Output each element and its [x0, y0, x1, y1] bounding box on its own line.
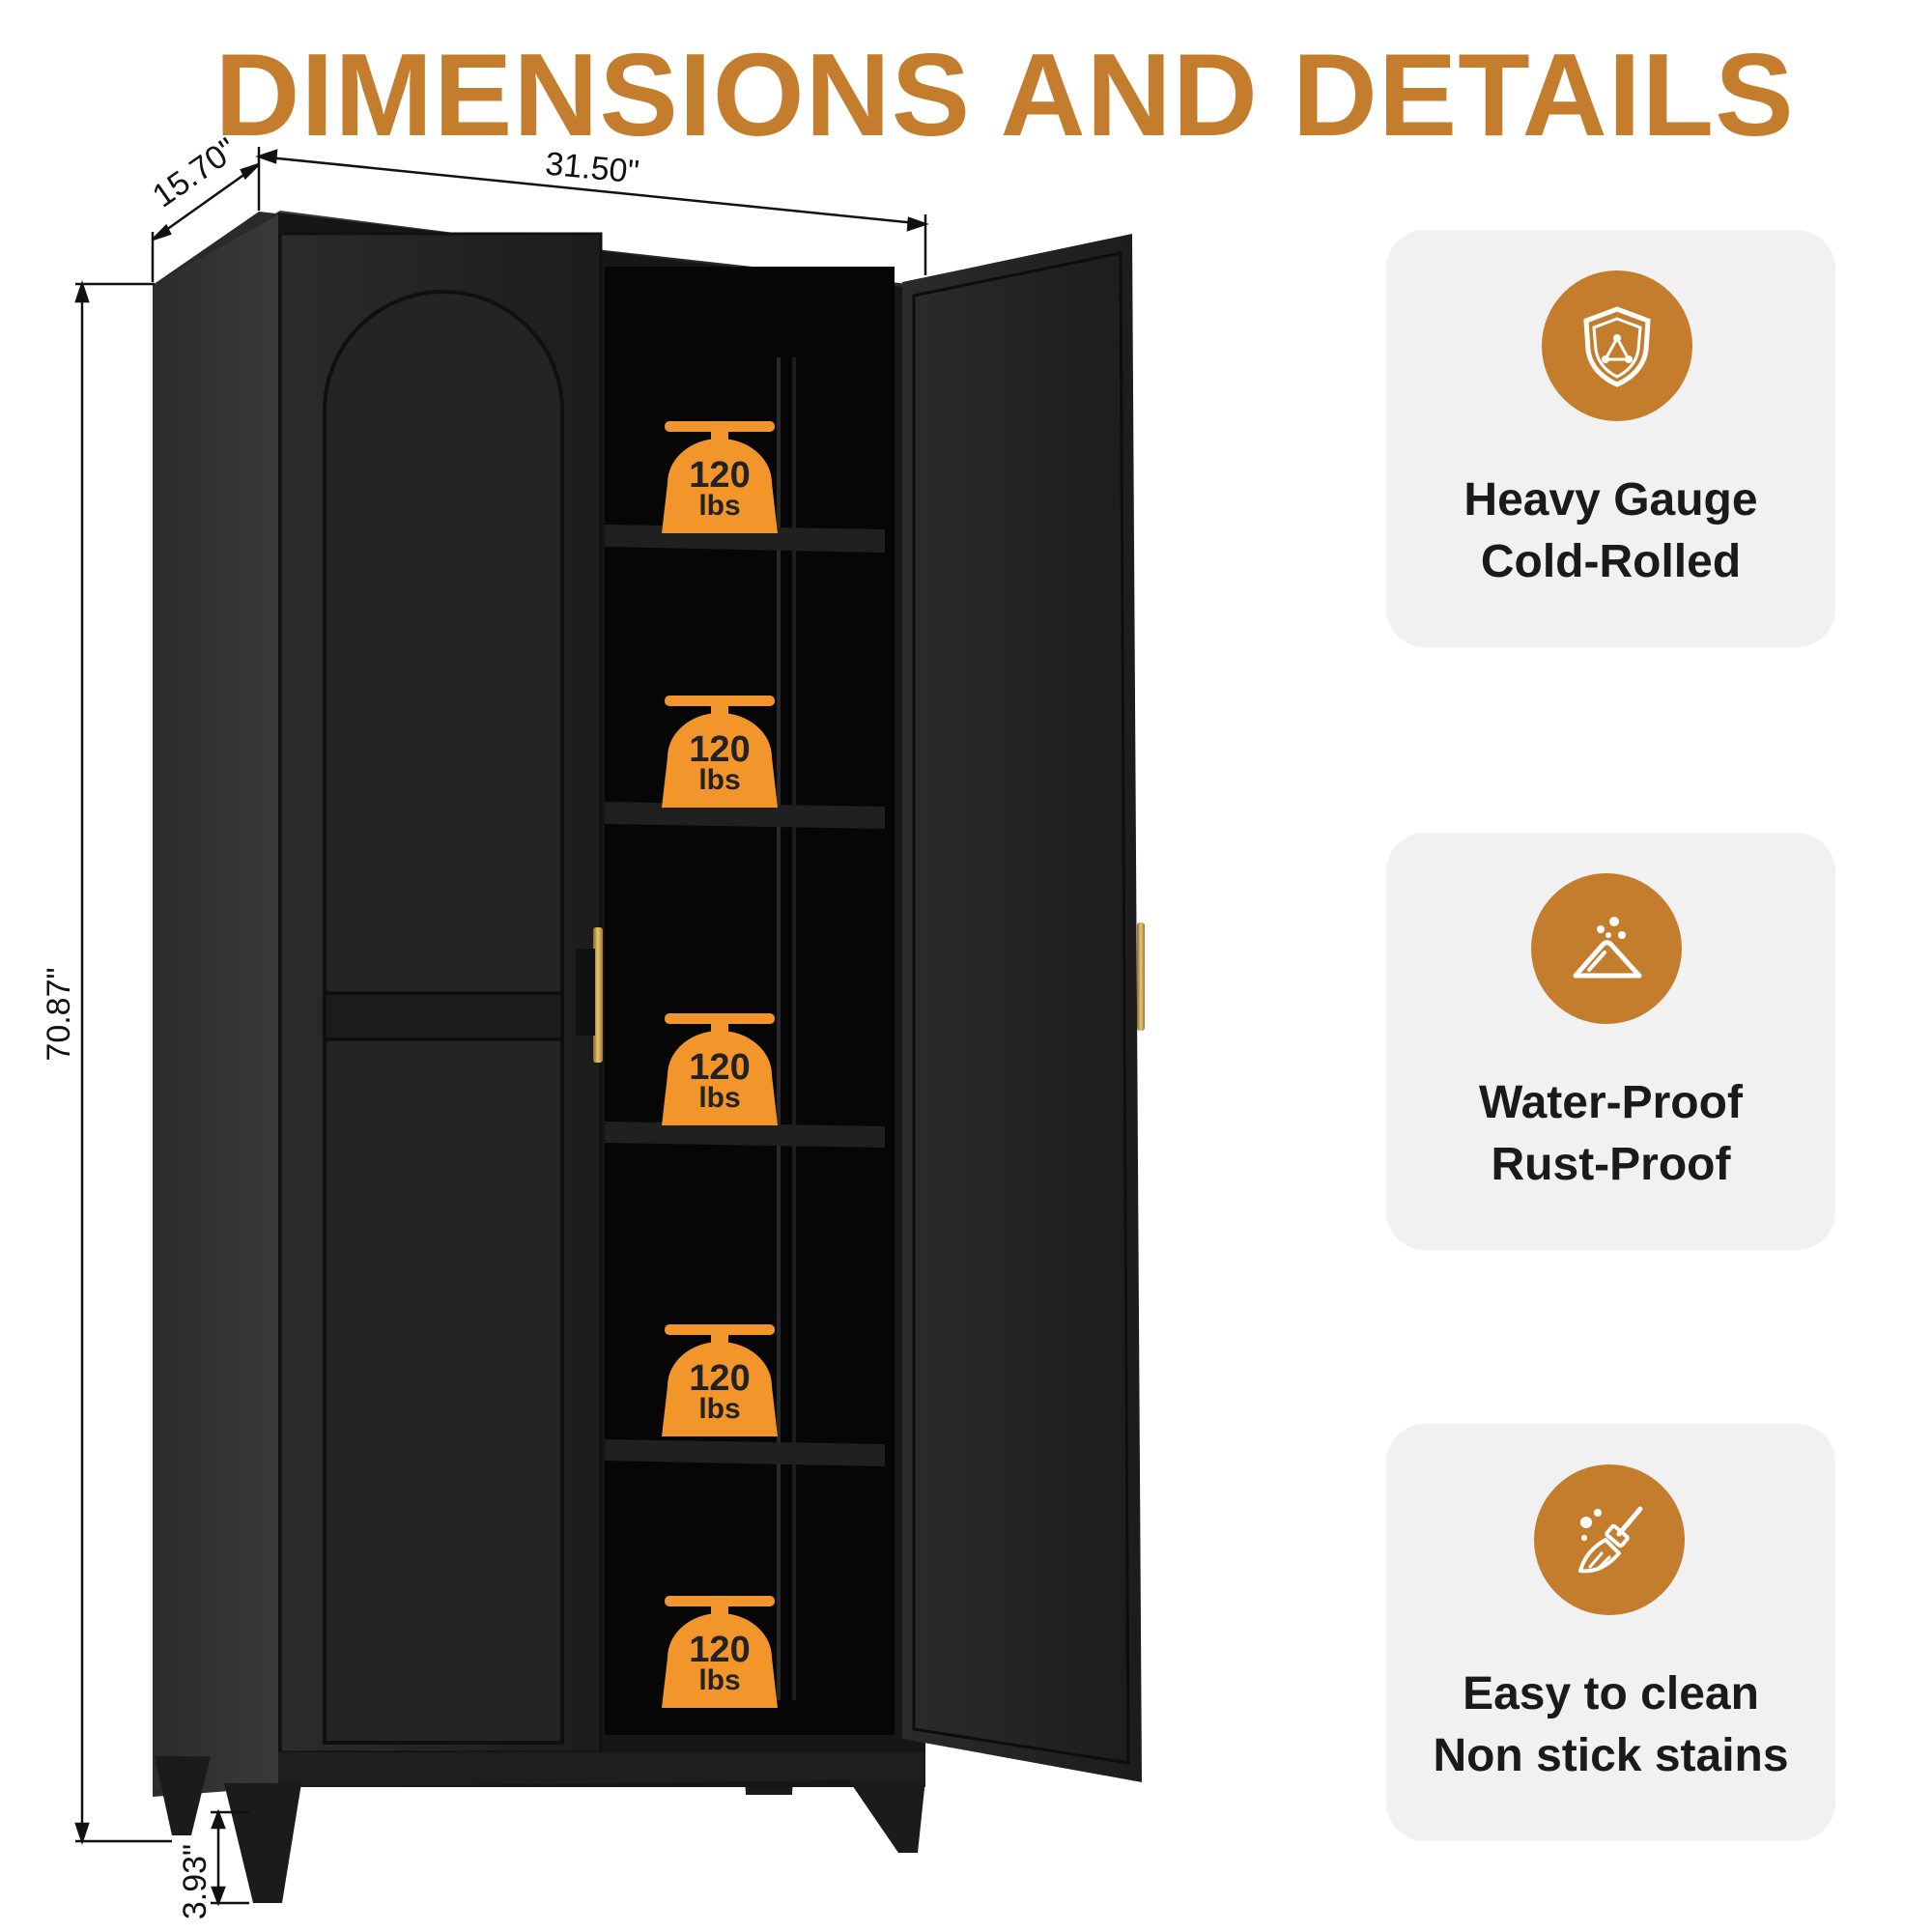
load-capacity-badge: 120 lbs — [662, 421, 778, 533]
cabinet-side-panel — [153, 213, 282, 1797]
badge-capacity-unit: lbs — [698, 490, 740, 522]
shelf — [605, 1122, 885, 1148]
shelf — [605, 802, 885, 829]
badge-capacity-unit: lbs — [698, 1393, 740, 1425]
load-capacity-badge: 120 lbs — [662, 1324, 778, 1436]
load-capacity-badge: 120 lbs — [662, 1013, 778, 1125]
dimension-lines — [74, 147, 929, 1907]
depth-dimension-label: 15.70" — [146, 131, 243, 215]
feature-text: Water-Proof Rust-Proof — [1386, 1072, 1835, 1196]
waterproof-icon — [1531, 873, 1682, 1024]
height-dimension-label: 70.87" — [41, 967, 77, 1061]
cabinet-illustration: 31.50" 15.70" 70.87" 3.93" 120 lbs 120 l… — [41, 131, 1145, 1919]
feature-text: Heavy Gauge Cold-Rolled — [1386, 469, 1835, 593]
shield-icon — [1542, 270, 1692, 421]
feature-line-1: Water-Proof — [1479, 1077, 1743, 1128]
badge-capacity-value: 120 — [689, 1358, 750, 1399]
feature-line-1: Easy to clean — [1463, 1668, 1759, 1719]
feature-line-2: Non stick stains — [1433, 1730, 1789, 1781]
page-title: DIMENSIONS AND DETAILS — [214, 29, 1795, 160]
badge-capacity-value: 120 — [689, 1047, 750, 1088]
shelf-rail — [777, 357, 796, 1700]
feature-card-water-proof: Water-Proof Rust-Proof — [1386, 833, 1835, 1250]
feature-line-2: Cold-Rolled — [1480, 536, 1742, 587]
badge-capacity-unit: lbs — [698, 1082, 740, 1114]
feature-line-1: Heavy Gauge — [1463, 474, 1758, 526]
feature-card-heavy-gauge: Heavy Gauge Cold-Rolled — [1386, 230, 1835, 647]
load-capacity-badge: 120 lbs — [662, 696, 778, 808]
leg-height-dimension-label: 3.93" — [177, 1844, 213, 1919]
right-door[interactable] — [902, 234, 1142, 1782]
badge-capacity-unit: lbs — [698, 1664, 740, 1696]
broom-icon — [1534, 1464, 1685, 1615]
shelf — [605, 1439, 885, 1466]
feature-line-2: Rust-Proof — [1491, 1139, 1731, 1190]
cabinet-base — [278, 1752, 925, 1787]
feature-text: Easy to clean Non stick stains — [1386, 1663, 1835, 1787]
badge-capacity-unit: lbs — [698, 764, 740, 796]
badge-capacity-value: 120 — [689, 455, 750, 496]
badge-capacity-value: 120 — [689, 1630, 750, 1670]
width-dimension-label: 31.50" — [544, 145, 640, 190]
feature-card-easy-clean: Easy to clean Non stick stains — [1386, 1424, 1835, 1841]
left-door-handle[interactable] — [593, 927, 603, 1063]
badge-capacity-value: 120 — [689, 729, 750, 770]
load-capacity-badge: 120 lbs — [662, 1596, 778, 1708]
left-door-rail — [323, 991, 564, 1041]
right-door-handle[interactable] — [1137, 923, 1145, 1031]
